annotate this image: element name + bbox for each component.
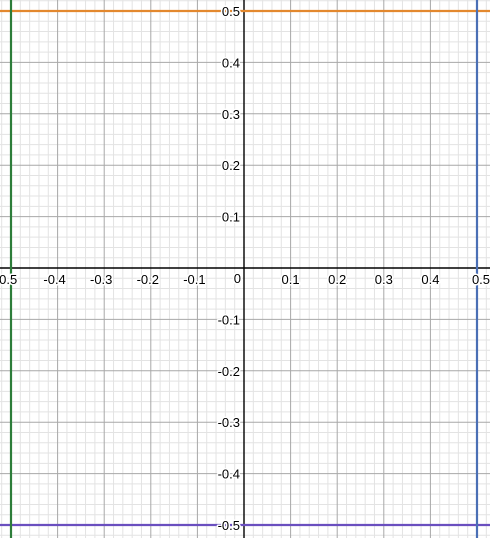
x-tick-label-halo: 0.2 [328,272,346,287]
x-tick-label: -0.4 [43,272,65,287]
y-tick-label-halo: 0.2 [222,158,240,173]
y-tick-label: -0.1 [218,312,240,327]
y-tick-label-halo: -0.3 [218,415,240,430]
x-tick-label-halo: 0.3 [375,272,393,287]
origin-label: 0 [234,271,241,286]
x-tick-label: -0.3 [90,272,112,287]
y-tick-label-halo: 0.5 [222,4,240,19]
x-tick-label-halo: -0.2 [137,272,159,287]
y-tick-label: -0.4 [218,467,240,482]
y-tick-label: -0.5 [218,518,240,533]
x-tick-label: -0.2 [137,272,159,287]
tick-labels: -0.5 -0.5 -0.4 -0.4 -0.3 -0.3 -0.2 -0.2 -0.1 -0.1… [0,3,490,535]
x-tick-label-halo: -0.5 [0,272,17,287]
x-tick-label: -0.5 [0,272,17,287]
y-tick-label: -0.2 [218,364,240,379]
x-tick-label-halo: -0.1 [183,272,205,287]
x-tick-label: 0.2 [328,272,346,287]
x-tick-label: 0.4 [421,272,439,287]
y-tick-label-halo: 0.1 [222,210,240,225]
y-tick-label-halo: 0.3 [222,107,240,122]
y-tick-label-halo: -0.1 [218,312,240,327]
y-tick-label-halo: 0.4 [222,55,240,70]
x-tick-label: 0.1 [282,272,300,287]
y-tick-label-halo: -0.2 [218,364,240,379]
x-tick-label: 0.3 [375,272,393,287]
x-tick-label: -0.1 [183,272,205,287]
x-tick-label-halo: 0.5 [472,272,490,287]
x-tick-label-halo: -0.3 [90,272,112,287]
y-tick-label: 0.4 [222,55,240,70]
y-tick-label-halo: -0.4 [218,467,240,482]
x-tick-label-halo: 0.1 [282,272,300,287]
x-tick-label-halo: -0.4 [43,272,65,287]
x-tick-label: 0.5 [472,272,490,287]
y-tick-label: 0.3 [222,107,240,122]
origin-label-halo: 0 [234,271,241,286]
y-tick-label: 0.1 [222,210,240,225]
y-tick-label: 0.2 [222,158,240,173]
x-tick-label-halo: 0.4 [421,272,439,287]
y-tick-label: 0.5 [222,4,240,19]
y-tick-label: -0.3 [218,415,240,430]
y-tick-label-halo: -0.5 [218,518,240,533]
